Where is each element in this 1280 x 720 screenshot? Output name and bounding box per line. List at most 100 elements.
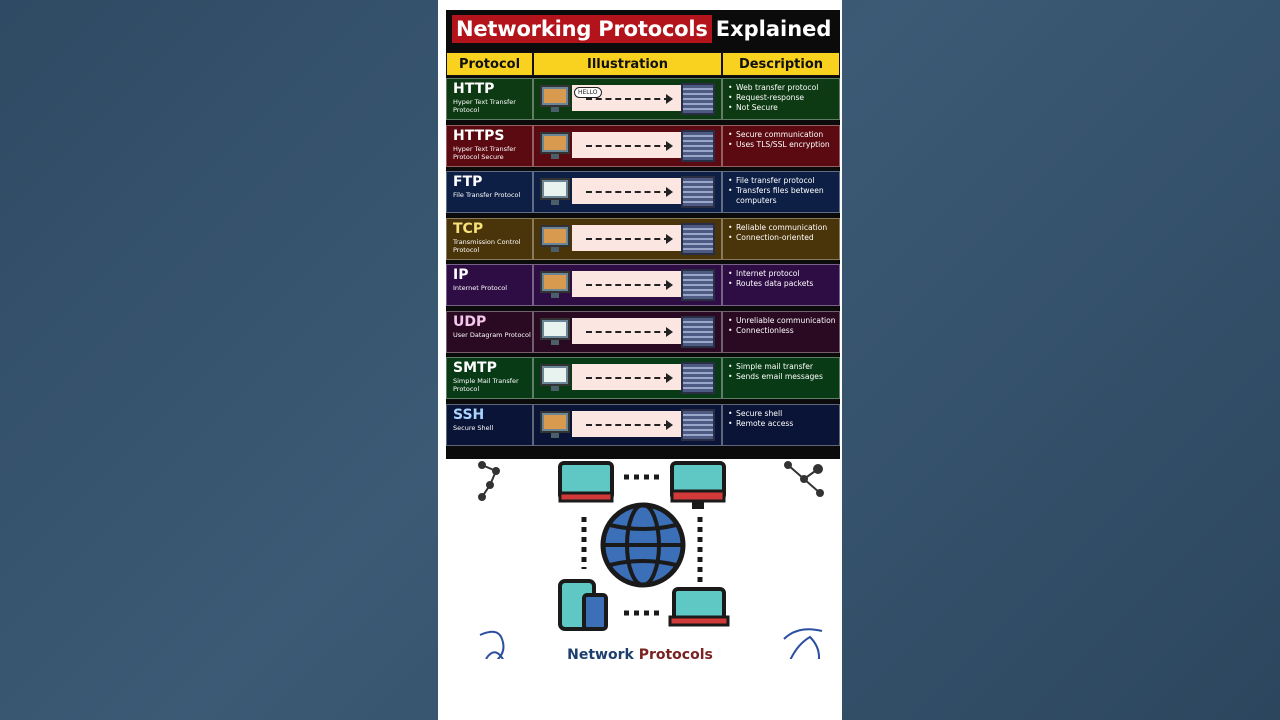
title-highlight: Networking Protocols xyxy=(452,15,712,43)
description-list: Reliable communicationConnection-oriente… xyxy=(728,223,839,243)
description-item: Remote access xyxy=(728,419,839,429)
header-description: Description xyxy=(722,52,840,76)
protocol-name: HTTPS xyxy=(453,127,505,144)
monitor-icon xyxy=(540,410,570,433)
diagram-caption: Network Protocols xyxy=(438,647,842,663)
globe-icon xyxy=(600,502,686,588)
description-item: Unreliable communication xyxy=(728,316,839,326)
server-icon xyxy=(681,222,715,255)
description-item: Connection-oriented xyxy=(728,233,839,243)
monitor-icon xyxy=(540,178,570,200)
server-icon xyxy=(681,129,715,162)
arrow-icon xyxy=(586,94,673,104)
description-item: Not Secure xyxy=(728,103,839,113)
protocol-name: UDP xyxy=(453,313,487,330)
protocol-name: IP xyxy=(453,267,469,283)
server-icon xyxy=(681,408,715,441)
illustration-cell xyxy=(533,357,722,399)
illustration-cell xyxy=(533,264,722,306)
protocol-full-name: Internet Protocol xyxy=(453,284,508,292)
network-nodes-icon xyxy=(478,461,824,501)
illustration-cell: HELLO xyxy=(533,78,722,120)
protocol-name: SMTP xyxy=(453,360,497,376)
description-item: Web transfer protocol xyxy=(728,83,839,93)
server-icon xyxy=(681,362,715,394)
description-item: Connectionless xyxy=(728,326,839,336)
description-cell: Reliable communicationConnection-oriente… xyxy=(722,217,840,260)
desktop-icon xyxy=(670,461,726,509)
protocol-name: TCP xyxy=(453,220,484,237)
monitor-icon xyxy=(540,131,570,154)
video-frame: Networking Protocols Explained Protocol … xyxy=(438,0,842,720)
poster-title: Networking Protocols Explained xyxy=(446,12,840,46)
illustration-cell xyxy=(533,124,722,167)
monitor-stand xyxy=(551,386,559,391)
arrow-icon xyxy=(586,280,673,290)
protocol-full-name: Hyper Text Transfer Protocol Secure xyxy=(453,144,516,161)
caption-part-protocols: Protocols xyxy=(638,647,713,663)
description-cell: File transfer protocolTransfers files be… xyxy=(722,171,840,213)
description-list: Simple mail transferSends email messages xyxy=(728,362,839,382)
monitor-icon xyxy=(540,364,570,386)
description-item: File transfer protocol xyxy=(728,176,839,186)
description-item: Uses TLS/SSL encryption xyxy=(728,140,839,150)
monitor-stand xyxy=(551,246,559,252)
description-cell: Unreliable communicationConnectionless xyxy=(722,310,840,353)
server-icon xyxy=(681,83,715,115)
arrow-icon xyxy=(586,326,673,337)
arrow-icon xyxy=(586,419,673,430)
header-illustration: Illustration xyxy=(533,52,722,76)
monitor-icon xyxy=(540,271,570,293)
protocol-full-name: Secure Shell xyxy=(453,423,494,432)
description-list: Internet protocolRoutes data packets xyxy=(728,269,839,289)
protocol-full-name: Simple Mail Transfer Protocol xyxy=(453,377,519,393)
description-list: Unreliable communicationConnectionless xyxy=(728,316,839,336)
description-item: Simple mail transfer xyxy=(728,362,839,372)
network-diagram: Network Protocols xyxy=(438,459,842,720)
description-item: Internet protocol xyxy=(728,269,839,279)
server-icon xyxy=(681,269,715,301)
network-illustration xyxy=(478,461,824,666)
description-cell: Simple mail transferSends email messages xyxy=(722,357,840,399)
description-item: Secure communication xyxy=(728,130,839,140)
description-item: Reliable communication xyxy=(728,223,839,233)
description-list: Web transfer protocolRequest-responseNot… xyxy=(728,83,839,113)
illustration-cell xyxy=(533,171,722,213)
illustration-cell xyxy=(533,403,722,446)
description-item: Sends email messages xyxy=(728,372,839,382)
monitor-stand xyxy=(551,432,559,438)
description-list: File transfer protocolTransfers files be… xyxy=(728,176,839,206)
arrow-icon xyxy=(586,187,673,197)
description-item: Routes data packets xyxy=(728,279,839,289)
protocol-full-name: Hyper Text Transfer Protocol xyxy=(453,98,516,114)
monitor-stand xyxy=(551,200,559,205)
description-cell: Secure communicationUses TLS/SSL encrypt… xyxy=(722,124,840,167)
arrow-icon xyxy=(586,373,673,383)
monitor-stand xyxy=(551,339,559,345)
protocol-name: HTTP xyxy=(453,81,495,97)
header-protocol: Protocol xyxy=(446,52,533,76)
server-icon xyxy=(681,315,715,348)
description-list: Secure communicationUses TLS/SSL encrypt… xyxy=(728,130,839,150)
arrow-icon xyxy=(586,233,673,244)
monitor-stand xyxy=(551,153,559,159)
protocol-name: FTP xyxy=(453,174,483,190)
monitor-stand xyxy=(551,293,559,298)
description-item: Request-response xyxy=(728,93,839,103)
laptop-icon xyxy=(668,587,730,627)
description-cell: Internet protocolRoutes data packets xyxy=(722,264,840,306)
illustration-cell xyxy=(533,310,722,353)
description-cell: Web transfer protocolRequest-responseNot… xyxy=(722,78,840,120)
illustration-cell xyxy=(533,217,722,260)
description-cell: Secure shellRemote access xyxy=(722,403,840,446)
title-rest: Explained xyxy=(715,17,832,41)
